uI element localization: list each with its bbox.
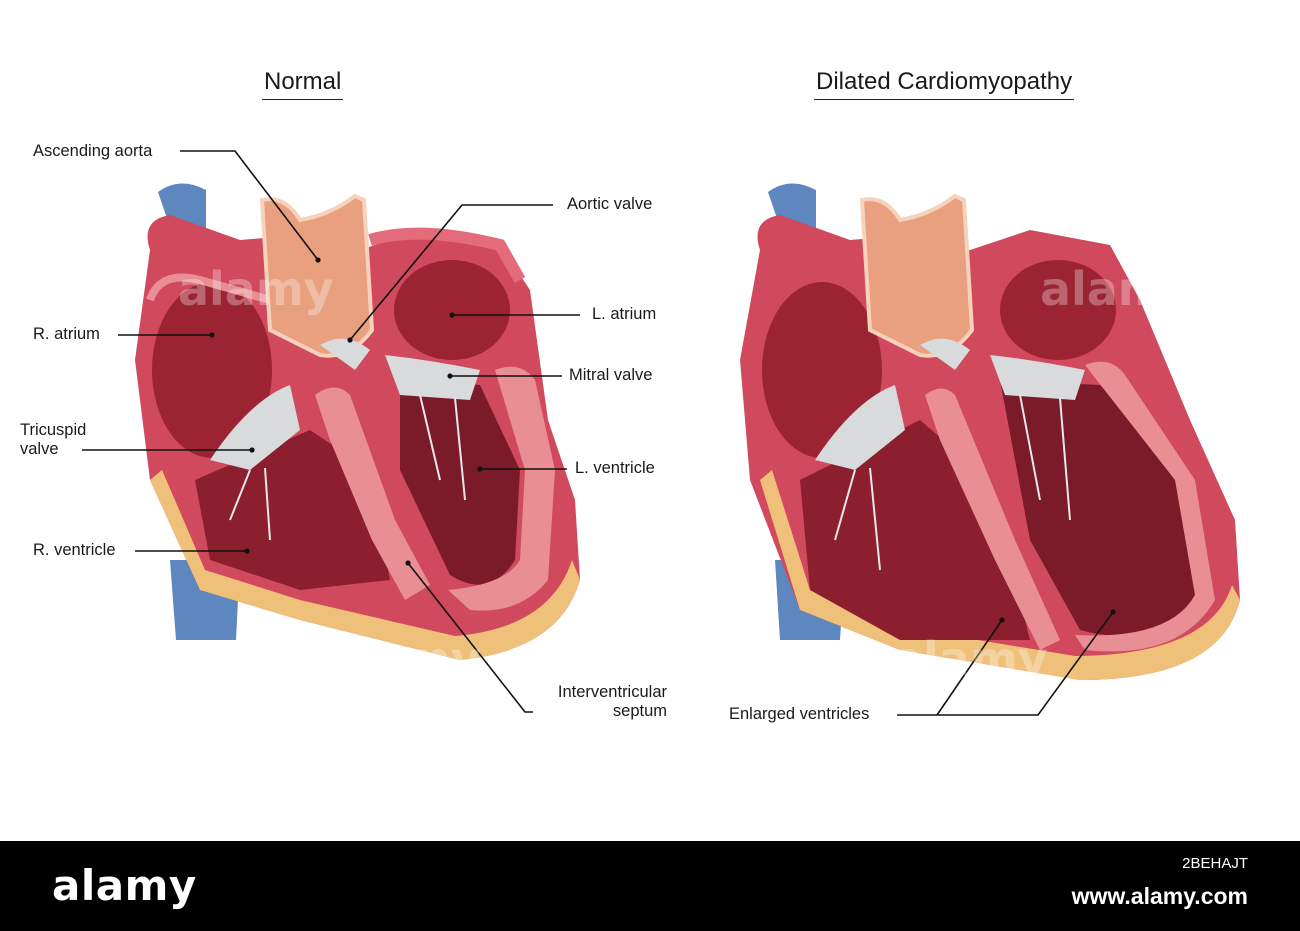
normal-left-atrium-chamber [394, 260, 510, 360]
leader-dots [209, 257, 1116, 623]
dilated-mitral-valve [990, 355, 1085, 400]
stock-image-id: 2BEHAJT [1182, 855, 1248, 872]
dilated-aortic-valve [920, 338, 970, 370]
label-interventricular-septum-line2: septum [612, 702, 667, 720]
normal-left-atrium-top [368, 227, 526, 283]
dot-enlarged-right-ventricle [999, 617, 1005, 623]
leader-lines [82, 150, 1114, 716]
label-r-atrium: R. atrium [33, 325, 100, 343]
dot-tricuspid-valve [249, 447, 255, 453]
dot-l-ventricle [477, 466, 483, 472]
dilated-tricuspid-valve [815, 385, 905, 470]
leader-enlarged-ventricles [897, 611, 1114, 716]
heart-illustrations [82, 150, 1240, 716]
label-l-ventricle: L. ventricle [575, 459, 655, 477]
normal-heart-illustration [135, 183, 580, 660]
normal-interventricular-septum [315, 387, 430, 600]
site-url: www.alamy.com [1071, 883, 1248, 909]
alamy-logo: alamy [52, 861, 197, 910]
normal-right-atrium-chamber [152, 282, 272, 458]
dot-l-atrium [449, 312, 455, 318]
normal-left-ventricle-wall [448, 366, 555, 611]
leader-ascending-aorta [180, 150, 319, 261]
dot-r-ventricle [244, 548, 250, 554]
label-tricuspid-valve-line1: Tricuspid [20, 421, 87, 439]
label-mitral-valve: Mitral valve [569, 366, 653, 384]
dilated-left-atrium-chamber [1000, 260, 1116, 360]
dilated-interventricular-septum [925, 388, 1060, 650]
label-l-atrium: L. atrium [592, 305, 657, 323]
label-aortic-valve: Aortic valve [567, 195, 653, 213]
dot-aortic-valve [347, 337, 353, 343]
leader-aortic-valve [349, 204, 553, 341]
normal-panel-title: Normal [262, 68, 344, 100]
normal-tricuspid-valve [210, 385, 300, 470]
normal-ascending-aorta [259, 193, 375, 358]
dilated-ascending-aorta [859, 193, 975, 358]
normal-left-ventricle-chamber [400, 380, 520, 585]
label-enlarged-ventricles: Enlarged ventricles [729, 705, 870, 723]
normal-chordae-tendineae [229, 394, 466, 541]
leader-interventricular-septum [407, 562, 533, 713]
normal-right-atrium-wall [146, 273, 272, 304]
dot-ascending-aorta [315, 257, 321, 263]
dilated-heart-illustration [740, 183, 1240, 680]
normal-right-ventricle-chamber [195, 430, 390, 590]
label-r-ventricle: R. ventricle [33, 541, 116, 559]
normal-mitral-valve [385, 355, 480, 400]
label-tricuspid-valve-line2: valve [20, 440, 59, 458]
dilated-right-atrium-chamber [762, 282, 882, 458]
dilated-left-ventricle-wall [1075, 361, 1215, 652]
footer-bar: alamy 2BEHAJT www.alamy.com [0, 841, 1300, 931]
dilated-panel-title: Dilated Cardiomyopathy [814, 68, 1075, 100]
normal-epicardial-fat [150, 470, 580, 660]
normal-aortic-valve [320, 338, 370, 370]
label-interventricular-septum-line1: Interventricular [557, 683, 667, 701]
dot-r-atrium [209, 332, 215, 338]
dot-enlarged-left-ventricle [1110, 609, 1116, 615]
dilated-chordae-tendineae [834, 394, 1071, 571]
dot-mitral-valve [447, 373, 453, 379]
label-ascending-aorta: Ascending aorta [33, 142, 153, 160]
dot-interventricular-septum [405, 560, 411, 566]
